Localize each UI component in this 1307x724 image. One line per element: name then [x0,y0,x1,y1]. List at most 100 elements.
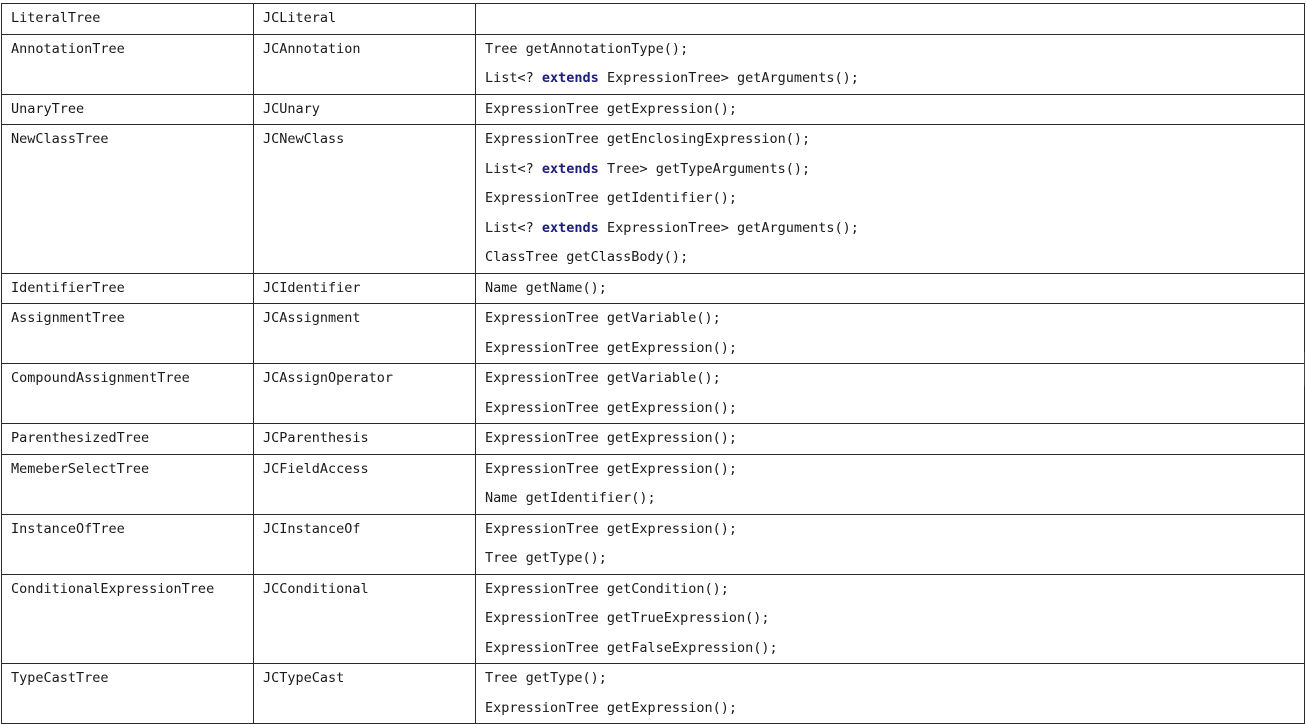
method-text: Name getName(); [485,279,607,296]
impl-class-cell: JCIdentifier [253,272,476,304]
impl-class-cell: JCAssignment [253,303,476,364]
method-text: ExpressionTree getExpression(); [485,399,737,416]
method-text: Tree getType(); [485,670,607,686]
extends-keyword: extends [541,70,599,86]
table-row: NewClassTree JCNewClass ExpressionTree g… [1,124,1305,274]
method-text: ExpressionTree getEnclosingExpression(); [485,131,811,147]
impl-class-cell: JCAssignOperator [253,363,476,424]
impl-class-name: JCUnary [263,100,320,117]
impl-class-cell: JCNewClass [253,124,476,274]
table-row: ParenthesizedTree JCParenthesis Expressi… [1,423,1305,455]
impl-class-name: JCConditional [263,580,369,597]
tree-name-cell: IdentifierTree [1,272,254,304]
method-text: ExpressionTree getVariable(); [485,370,721,386]
tree-name: CompoundAssignmentTree [11,370,190,386]
impl-class-name: JCAssignOperator [263,370,394,386]
methods-cell [475,3,1305,35]
table-row: IdentifierTree JCIdentifier Name getName… [1,272,1305,304]
scrollbar-edge[interactable] [1304,352,1307,386]
impl-class-name: JCFieldAccess [263,460,369,477]
tree-name-cell: NewClassTree [1,124,254,274]
tree-name: LiteralTree [11,10,101,26]
impl-class-cell: JCUnary [253,93,476,125]
impl-class-cell: JCTypeCast [253,663,476,724]
method-text: Tree getType(); [485,550,607,566]
table-row: AssignmentTree JCAssignment ExpressionTr… [1,303,1305,364]
method-signature: ExpressionTree getExpression(); [485,424,1304,454]
tree-name: AssignmentTree [11,310,125,326]
methods-cell: ExpressionTree getExpression(); [475,423,1305,455]
table-row: MemeberSelectTree JCFieldAccess Expressi… [1,453,1305,515]
method-text: ExpressionTree getExpression(); [485,100,737,117]
impl-class-cell: JCInstanceOf [253,513,476,575]
method-text: ExpressionTree getIdentifier(); [485,190,737,206]
impl-class-name: JCNewClass [263,131,345,147]
impl-class-cell: JCParenthesis [253,423,476,455]
method-text: ExpressionTree getTrueExpression(); [485,610,770,626]
impl-class-cell: JCLiteral [253,3,476,35]
method-text: List<? [485,219,542,236]
method-signature: ExpressionTree getExpression(); [485,394,1304,424]
method-signature: ExpressionTree getExpression(); [485,515,1304,545]
impl-class-name: JCAssignment [263,310,361,326]
impl-class-name: JCIdentifier [263,279,361,296]
method-text: Tree> getTypeArguments(); [598,160,811,177]
tree-name-cell: ParenthesizedTree [1,423,254,455]
impl-class-name: JCInstanceOf [263,520,361,537]
tree-name: IdentifierTree [11,279,125,296]
method-text: List<? [485,160,542,177]
tree-name-cell: InstanceOfTree [1,513,254,575]
impl-class-cell: JCAnnotation [253,33,476,95]
tree-name-cell: ConditionalExpressionTree [1,573,254,664]
table-row: UnaryTree JCUnary ExpressionTree getExpr… [1,93,1305,125]
methods-cell: ExpressionTree getCondition(); Expression… [475,573,1305,664]
method-text: ExpressionTree getCondition(); [485,580,729,597]
method-signature: ExpressionTree getExpression(); [485,694,1304,724]
method-text: ExpressionTree getFalseExpression(); [485,639,778,656]
method-signature: ExpressionTree getVariable(); [485,364,1304,394]
tree-name: MemeberSelectTree [11,460,150,477]
extends-keyword: extends [541,219,599,236]
method-signature: ExpressionTree getExpression(); [485,334,1304,364]
tree-name: UnaryTree [11,100,85,117]
method-text: ExpressionTree> getArguments(); [598,219,859,236]
methods-cell: Name getName(); [475,272,1305,304]
method-signature: ExpressionTree getExpression(); [485,455,1304,485]
tree-name-cell: CompoundAssignmentTree [1,363,254,424]
table-row: CompoundAssignmentTree JCAssignOperator … [1,363,1305,424]
table-row: AnnotationTree JCAnnotation Tree getAnno… [1,33,1305,95]
methods-cell: Tree getType(); ExpressionTree getExpress… [475,663,1305,724]
method-signature: Tree getType(); [485,544,1304,574]
impl-class-cell: JCConditional [253,573,476,664]
tree-name-cell: UnaryTree [1,93,254,125]
method-text: ExpressionTree getExpression(); [485,430,737,446]
method-signature: ExpressionTree getIdentifier(); [485,184,1304,214]
method-text: ExpressionTree getVariable(); [485,310,721,326]
methods-cell: ExpressionTree getVariable(); ExpressionT… [475,303,1305,364]
method-signature: ClassTree getClassBody(); [485,243,1304,273]
table-row: TypeCastTree JCTypeCast Tree getType(); E… [1,663,1305,724]
tree-name: ConditionalExpressionTree [11,580,215,597]
tree-name-cell: AnnotationTree [1,33,254,95]
methods-cell: ExpressionTree getVariable(); ExpressionT… [475,363,1305,424]
method-text: ExpressionTree getExpression(); [485,699,737,716]
method-text: ExpressionTree getExpression(); [485,520,737,537]
impl-class-name: JCTypeCast [263,670,345,686]
tree-mapping-table: LiteralTree JCLiteral AnnotationTree JCA… [1,3,1305,724]
extends-keyword: extends [541,160,599,177]
method-signature: ExpressionTree getExpression(); [485,95,1304,125]
tree-name: TypeCastTree [11,670,109,686]
method-text: Name getIdentifier(); [485,490,656,506]
method-signature: ExpressionTree getCondition(); [485,575,1304,605]
impl-class-name: JCAnnotation [263,40,361,57]
method-signature: ExpressionTree getFalseExpression(); [485,634,1304,664]
method-signature: Name getIdentifier(); [485,484,1304,514]
tree-name-cell: AssignmentTree [1,303,254,364]
method-text: Tree getAnnotationType(); [485,40,689,57]
tree-name: AnnotationTree [11,40,125,57]
method-signature: List<? extends ExpressionTree> getArgume… [485,64,1304,94]
impl-class-name: JCLiteral [263,10,337,26]
method-text: ExpressionTree getExpression(); [485,460,737,477]
method-signature: Tree getType(); [485,664,1304,694]
method-signature: ExpressionTree getEnclosingExpression(); [485,125,1304,155]
